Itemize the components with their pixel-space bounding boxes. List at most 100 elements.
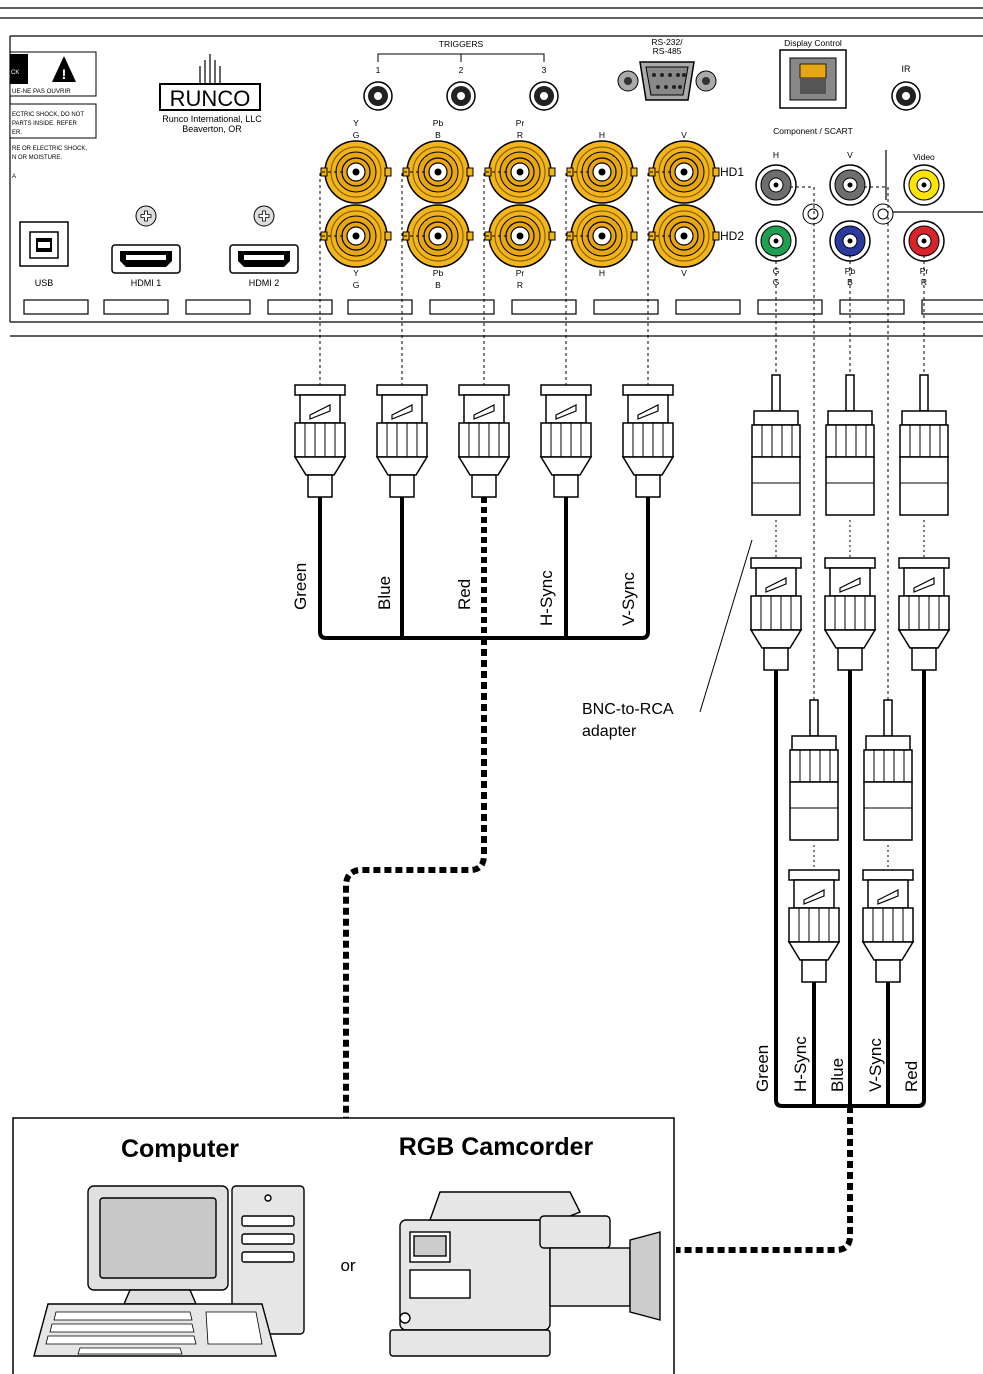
bnc-jack-r-hd2 [484,204,556,268]
svg-text:Pb: Pb [433,268,444,278]
svg-text:Pr: Pr [920,266,929,276]
bnc-jack-r-hd1 [484,140,556,204]
usb-label: USB [35,278,54,288]
cable-label-hsync: H-Sync [537,570,556,626]
computer-icon [33,1185,305,1357]
connection-guides [319,171,925,700]
trigger-label-1: 1 [376,65,381,75]
screw-icon [135,205,157,227]
bnc-jack-g-hd2 [320,204,392,268]
svg-text:B: B [435,280,441,290]
bnc-plug-blue [376,384,428,498]
svg-text:G: G [353,130,360,140]
hdmi1-label: HDMI 1 [131,278,162,288]
display-control-port: Display Control [779,38,847,109]
svg-text:Video: Video [913,152,935,162]
svg-text:G: G [353,280,360,290]
svg-text:H: H [773,150,779,160]
component-scart-label: Component / SCART [773,126,853,136]
bnc-plug-vsync [622,384,674,498]
company-name: Runco International, LLC [162,114,262,124]
adapter-label-2: adapter [582,723,637,740]
trigger-label-3: 3 [542,65,547,75]
svg-text:R: R [517,130,523,140]
bnc-plug-right-vsync [862,869,914,983]
hd2-label: HD2 [720,229,744,243]
bnc-bottom-labels: Y G Pb B Pr R H V [353,268,687,290]
bnc-plug-red [458,384,510,498]
camcorder-icon [389,1191,661,1357]
svg-text:V: V [681,268,687,278]
bnc-top-labels: Y G Pb B Pr R H V [353,118,687,140]
svg-text:Pb: Pb [845,266,856,276]
company-location: Beaverton, OR [182,124,242,134]
rca-adapter-red [899,374,949,516]
cable-label-red: Red [455,579,474,610]
warning-text-2: PARTS INSIDE. REFER [12,121,77,127]
rs232-port: RS-232/ RS-485 [617,37,717,101]
warning-text-3: ER. [12,130,22,136]
cable-label-right-vsync: V-Sync [866,1038,885,1092]
rca-jack-h [755,164,797,206]
rs232-label-1: RS-232/ [651,37,683,47]
bnc-jack-g-hd1 [320,140,392,204]
bnc-jack-b-hd1 [402,140,474,204]
ir-label: IR [902,64,912,74]
svg-text:Pr: Pr [516,118,525,128]
warning-text-1: ECTRIC SHOCK, DO NOT [12,112,84,118]
signal-cable-to-camcorder [676,1106,853,1253]
cable-label-right-blue: Blue [828,1058,847,1092]
bnc-jacks-hd2 [320,204,720,268]
bnc-jack-h-hd1 [566,140,638,204]
bnc-jack-h-hd2 [566,204,638,268]
trigger-jack-3 [529,81,559,111]
component-scart-group: Component / SCART H V Video G G Pb B Pr … [755,126,983,287]
bnc-plug-right-blue [824,557,876,671]
hdmi1-port [111,244,181,274]
cable-label-blue: Blue [375,576,394,610]
warning-triangle-icon [52,56,76,82]
runco-logo: RUNCO [159,54,261,111]
svg-text:H: H [599,268,605,278]
or-label: or [340,1256,355,1275]
rca-adapter-set [750,374,950,1108]
ir-jack [891,81,921,111]
adapter-callout-line [699,539,753,713]
cable-label-green: Green [291,563,310,610]
bnc-plug-hsync [540,384,592,498]
computer-label: Computer [121,1135,239,1163]
cable-label-right-green: Green [753,1045,772,1092]
screw-icon [253,205,275,227]
warning-text-5: N OR MOISTURE. [12,155,62,161]
svg-text:V: V [681,130,687,140]
svg-text:!: ! [62,66,67,82]
svg-text:H: H [599,130,605,140]
bnc-jack-v-hd2 [648,204,720,268]
rca-jack-v [829,164,871,206]
bnc-cable-set [294,384,674,640]
svg-text:V: V [847,150,853,160]
warning-text-6: A [12,174,16,180]
hdmi2-port [229,244,299,274]
adapter-label-1: BNC-to-RCA [582,701,674,718]
svg-text:R: R [517,280,523,290]
rca-adapter-vsync [863,699,913,841]
svg-text:Y: Y [353,118,359,128]
bnc-plug-green [294,384,346,498]
hd1-label: HD1 [720,165,744,179]
trigger-jack-2 [446,81,476,111]
svg-text:G: G [773,266,780,276]
cable-label-vsync: V-Sync [619,572,638,626]
triggers-group: TRIGGERS 1 2 3 [363,39,559,111]
cable-label-right-red: Red [902,1061,921,1092]
svg-text:B: B [435,130,441,140]
bnc-plug-right-red [898,557,950,671]
rca-adapter-hsync [789,699,839,841]
usb-port [19,221,69,267]
triggers-title: TRIGGERS [439,39,484,49]
rca-adapter-blue [825,374,875,516]
bnc-jacks-hd1 [320,140,720,204]
display-control-label: Display Control [784,38,842,48]
trigger-label-2: 2 [459,65,464,75]
